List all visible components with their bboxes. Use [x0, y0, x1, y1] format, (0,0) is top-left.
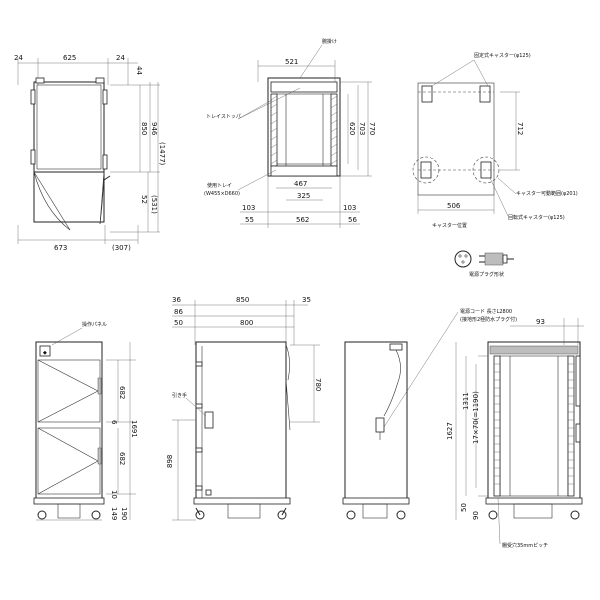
label-plug-shape: 電源プラグ形状: [469, 271, 504, 278]
dim-506: 506: [447, 202, 461, 210]
label-fixed-caster: 固定式キャスター(φ125): [474, 52, 531, 59]
rack-slots: [494, 363, 574, 485]
dim-10: 10: [110, 490, 118, 499]
dim-780: 780: [314, 378, 322, 391]
dim-50-rack: 50: [460, 503, 468, 512]
dim-850: 850: [140, 122, 148, 135]
label-handle: 引き手: [172, 392, 187, 399]
dim-307: (307): [112, 244, 131, 252]
dim-149: 149: [110, 507, 118, 520]
dim-35: 35: [302, 296, 311, 304]
view-front-elevation: 操作パネル ◆ 682 682 6 1691 10 149 190: [33, 321, 138, 520]
view-rear-cord: 電源コード 長さL2800 (接地形2極防水プラグ付): [342, 308, 517, 520]
dim-1311: 1311: [462, 392, 470, 410]
dim-103-right: 103: [343, 204, 356, 212]
dim-93: 93: [536, 318, 545, 326]
svg-text:◆: ◆: [43, 350, 47, 356]
dim-521: 521: [285, 58, 298, 66]
view-side-door: 36 850 35 86 50 800 引き手 780 898: [166, 296, 322, 521]
dim-90: 90: [472, 511, 480, 520]
label-tray-use: 使用トレイ: [207, 182, 232, 189]
dim-56: 56: [348, 216, 357, 224]
label-tray-rail: 腕掛け: [322, 38, 337, 45]
dim-712: 712: [516, 122, 524, 135]
dim-620: 620: [348, 122, 356, 135]
dim-562: 562: [296, 216, 309, 224]
label-control-panel: 操作パネル: [82, 321, 107, 328]
dim-898: 898: [166, 455, 174, 468]
dim-946: 946: [150, 122, 158, 136]
label-tray-stopper: トレイストッパ: [206, 114, 241, 120]
view-caster-layout: 固定式キャスター(φ125) 712 キャスター可動範囲(φ201) 回転式キャ…: [412, 52, 578, 278]
dim-86: 86: [174, 308, 183, 316]
dim-190: 190: [120, 507, 128, 520]
dim-24-right: 24: [116, 54, 125, 62]
view-plan-tray: 腕掛け 521 トレイストッパ 使用トレイ: [204, 38, 376, 228]
dim-703: 703: [358, 122, 366, 135]
dim-800: 800: [240, 319, 253, 327]
dim-36: 36: [172, 296, 181, 304]
view-front-door-open: 24 625 24 44 850 946 (1477) 52 (: [14, 54, 166, 252]
plug-side-icon: [479, 252, 514, 266]
label-power-cord: 電源コード 長さL2800: [460, 308, 512, 315]
dim-673: 673: [54, 244, 67, 252]
label-cord-note: (接地形2極防水プラグ付): [460, 316, 517, 323]
dim-55: 55: [245, 216, 254, 224]
dim-1477: (1477): [158, 142, 166, 166]
label-caster-position: キャスター位置: [432, 222, 467, 229]
dim-24-left: 24: [14, 54, 23, 62]
label-swivel-caster: 回転式キャスター(φ125): [508, 214, 565, 221]
label-pitch-count: 17×70(=1190): [472, 391, 480, 444]
dim-531: (531): [150, 195, 158, 214]
dim-625: 625: [63, 54, 76, 62]
label-tray-size: (W455×D660): [204, 191, 240, 197]
dim-467: 467: [294, 180, 307, 188]
dim-1691: 1691: [130, 420, 138, 438]
dim-1627: 1627: [446, 422, 454, 440]
dim-770: 770: [368, 122, 376, 135]
label-pitch-note: 棚受穴35mmピッチ: [502, 542, 548, 549]
dim-52: 52: [140, 195, 148, 204]
dim-103-left: 103: [242, 204, 255, 212]
view-interior-rack: 93: [446, 318, 584, 549]
dim-44: 44: [135, 66, 143, 75]
dim-850-side: 850: [236, 296, 249, 304]
dim-325: 325: [297, 192, 310, 200]
label-swivel-range: キャスター可動範囲(φ201): [516, 190, 578, 197]
dim-682-lower: 682: [118, 452, 126, 465]
dim-50: 50: [174, 319, 183, 327]
dim-682-upper: 682: [118, 386, 126, 399]
dim-6: 6: [110, 420, 118, 425]
plug-face-icon: [454, 250, 472, 268]
